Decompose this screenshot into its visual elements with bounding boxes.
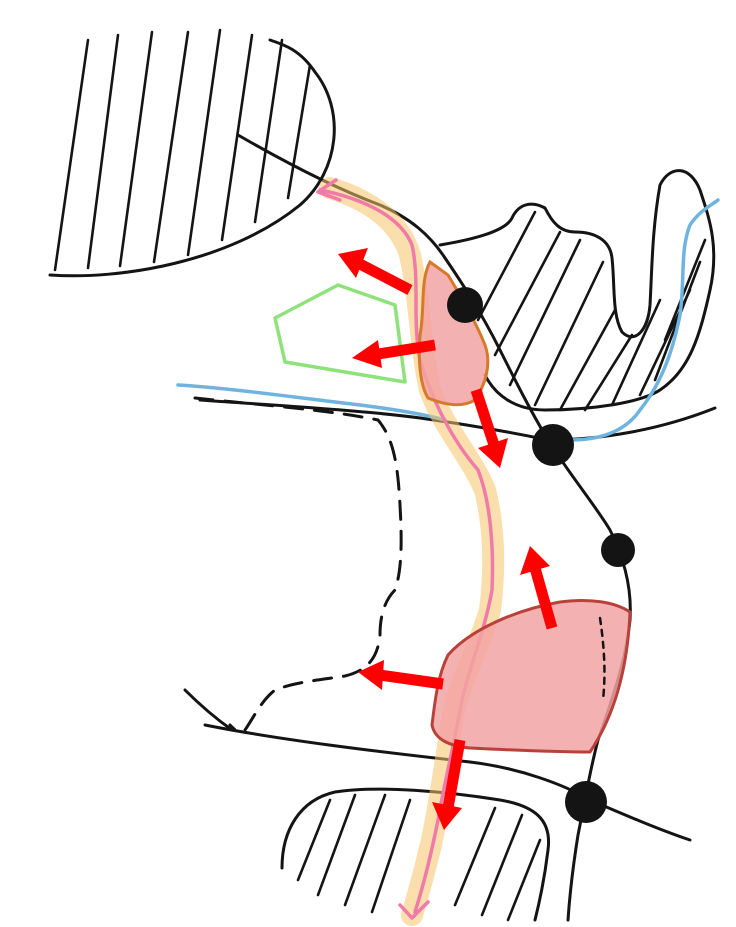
arrow-down-middle [476, 390, 508, 468]
node-middle-right [601, 533, 635, 567]
green-area [275, 285, 405, 382]
hatched-mass-top-left [50, 30, 334, 276]
dashed-boundary [195, 398, 401, 732]
zone-upper [419, 262, 488, 405]
node-crossing [532, 424, 574, 466]
node-upper [447, 287, 483, 323]
node-bottom [565, 781, 607, 823]
zones [419, 262, 630, 752]
arrow-west-lower [358, 660, 443, 690]
road-stub-lower-left [185, 690, 232, 730]
